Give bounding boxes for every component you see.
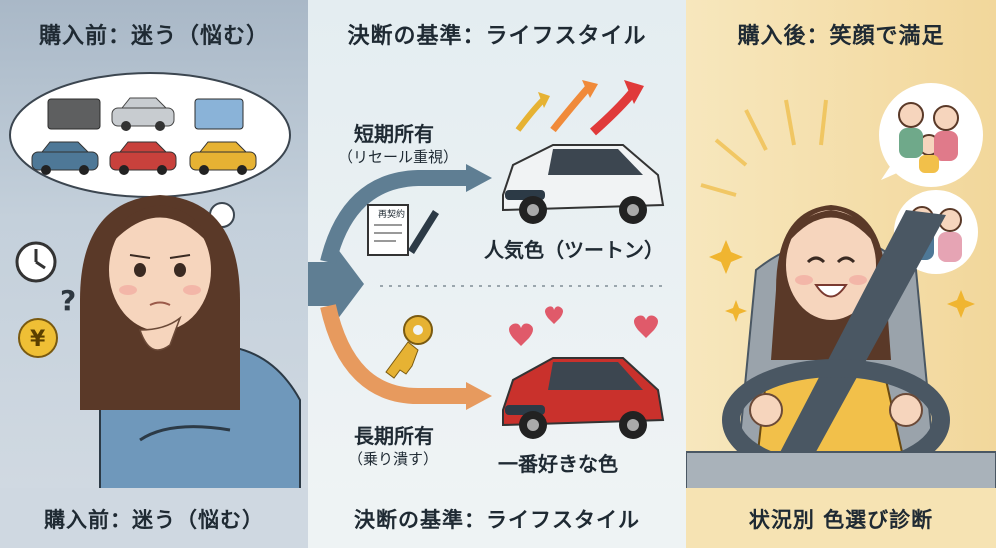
sparkle-icon [709,240,975,322]
footer-title-diagnosis: 状況別 色選び診断 [748,508,934,532]
short-term-title: 短期所有 [354,122,434,146]
transition-arrow-icon [308,236,364,332]
panel-decision: 決断の基準：ライフスタイル [308,0,686,548]
panel-after-purchase: 購入後：笑顔で満足 [686,0,996,548]
svg-text:¥: ¥ [30,327,46,352]
worried-woman [80,195,301,521]
panel-before-purchase: 購入前：迷う（悩む） [0,0,308,548]
footer-title-before: 購入前：迷う（悩む） [44,508,264,532]
happy-driver-illustration [686,83,996,493]
contract-label: 再契約 [378,210,406,220]
growth-arrows-icon [515,80,644,136]
short-term-caption: 人気色（ツートン） [484,238,664,262]
branch-arrow-long-term [320,304,468,404]
question-mark-icon: ? [60,284,76,317]
short-term-subtitle: （リセール重視） [338,148,459,166]
footer-title-decision: 決断の基準：ライフスタイル [354,508,640,532]
thought-bubble [9,72,291,245]
branch-arrow-short-term [320,170,468,265]
happy-woman [754,205,946,471]
footer-bar-left: 購入前：迷う（悩む） [0,488,308,548]
white-two-tone-car [502,144,665,224]
long-term-caption: 一番好きな色 [498,452,618,476]
red-car [502,357,665,439]
clock-icon [15,241,57,283]
panel-title-before: 購入前：迷う（悩む） [38,24,269,49]
panel-title-decision: 決断の基準：ライフスタイル [347,24,647,49]
long-term-subtitle: （乗り潰す） [348,450,439,468]
footer-bar-middle: 決断の基準：ライフスタイル [308,488,686,548]
light-rays [700,99,828,197]
contract-document-icon [367,204,439,256]
key-icon [385,315,433,379]
decision-illustration [308,80,668,439]
hearts-icon [509,306,658,346]
yen-coin-icon: ¥ [18,318,58,358]
family-bubble-icon [879,83,983,187]
footer-bar-right: 状況別 色選び診断 [686,488,996,548]
long-term-title: 長期所有 [354,424,434,448]
panel-title-after: 購入後：笑顔で満足 [737,24,945,49]
worried-woman-illustration: ? ¥ [9,72,301,521]
